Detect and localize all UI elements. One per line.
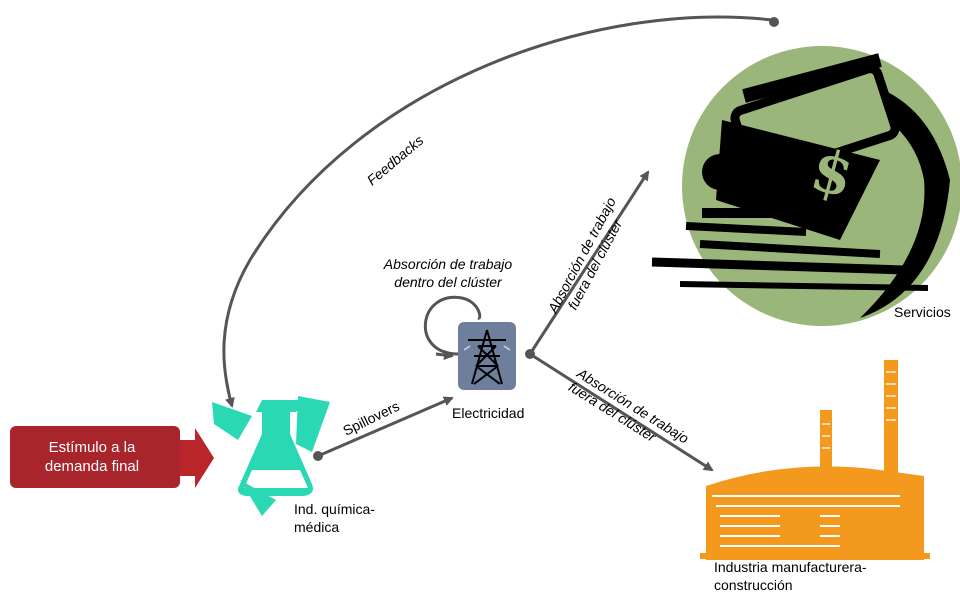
feedbacks-label: Feedbacks [364, 132, 427, 188]
flask-icon [212, 396, 330, 516]
services-icon: $ [651, 46, 960, 326]
stimulus-line1: Estímulo a la [48, 439, 136, 456]
industry-node-label: Industria manufacturera- construcción [714, 558, 867, 594]
self-loop-label-line2: dentro del clúster [394, 274, 502, 290]
stimulus-arrow-icon [178, 428, 214, 488]
spillovers-edge [317, 396, 454, 458]
services-node-label: Servicios [894, 304, 951, 320]
chemical-label-line1: Ind. química- [294, 501, 375, 517]
chemical-node-label: Ind. química- médica [294, 500, 375, 536]
to-industry-edge [529, 352, 714, 472]
self-loop-label: Absorción de trabajo dentro del clúster [362, 255, 534, 291]
electricity-tower-icon [458, 322, 516, 390]
stimulus-line2: demanda final [44, 458, 140, 475]
stimulus-box: Estímulo a la demanda final [10, 426, 180, 488]
electricity-node-label: Electricidad [452, 405, 525, 421]
factory-icon [700, 360, 930, 560]
to-services-edge [528, 170, 650, 355]
chemical-label-line2: médica [294, 519, 340, 535]
self-loop-label-line1: Absorción de trabajo [383, 256, 513, 272]
feedbacks-edge [222, 15, 773, 408]
industry-label-line2: construcción [714, 577, 793, 593]
industry-label-line1: Industria manufacturera- [714, 559, 867, 575]
self-loop-edge [423, 295, 482, 356]
